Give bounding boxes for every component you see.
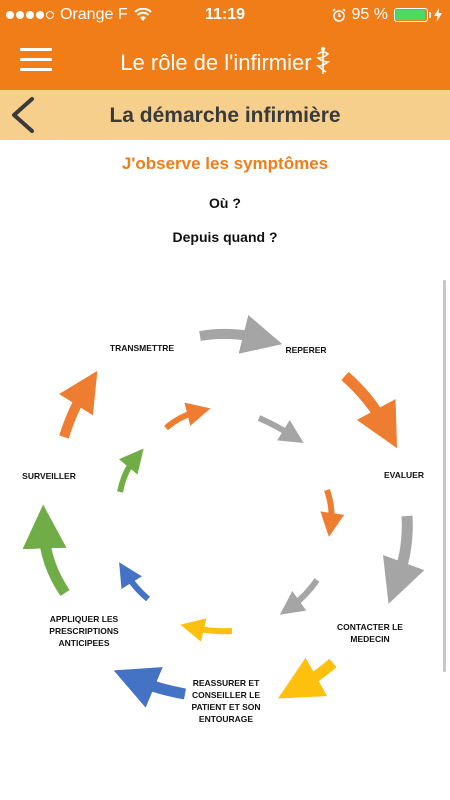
nav-bar: Le rôle de l'infirmier [0,30,450,90]
arrow-inner-1 [164,402,211,431]
app-title-text: Le rôle de l'infirmier [120,50,312,75]
battery-icon [394,8,431,22]
label-contacter-line1: CONTACTER LE [337,622,403,632]
label-reassurer-line1: REASSURER ET [193,678,260,688]
nursing-process-diagram: TRANSMETTRE REPERER EVALUER SURVEILLER C… [22,314,425,724]
label-evaluer: EVALUER [384,470,424,480]
arrow-outer-evaluer-contacter [383,515,425,604]
arrow-inner-4 [279,578,320,615]
arrow-outer-contacter-reassurer [278,657,337,699]
content-heading: J'observe les symptômes [121,154,329,173]
label-appliquer-line2: PRESCRIPTIONS [49,626,119,636]
caduceus-icon [315,46,330,74]
arrow-outer-surveiller-transmettre [59,370,98,439]
back-button[interactable] [4,94,44,136]
arrow-outer-reperer-evaluer [341,371,398,449]
sub-header: La démarche infirmière [0,90,450,140]
label-reassurer-line4: ENTOURAGE [199,714,253,724]
wifi-icon [133,8,152,21]
label-reassurer-line2: CONSEILLER LE [192,690,260,700]
label-appliquer-line3: ANTICIPEES [58,638,109,648]
status-time: 11:19 [204,6,246,23]
arrow-inner-2 [257,415,304,443]
label-appliquer-line1: APPLIQUER LES [50,614,119,624]
question-since-when: Depuis quand ? [172,229,278,245]
arrow-outer-transmettre-reperer [199,314,283,354]
question-where: Où ? [209,195,241,211]
charging-icon [434,8,442,22]
status-right: 95 % [331,6,442,24]
arrow-inner-5 [180,618,233,642]
arrow-inner-6 [119,562,150,602]
arrow-inner-7 [117,448,144,493]
carrier-info: Orange F [6,6,152,24]
status-bar: Orange F 11:19 95 % [0,0,450,30]
app-title: Le rôle de l'infirmier [0,46,450,76]
label-contacter-line2: MEDECIN [350,634,389,644]
signal-icon [6,11,54,19]
chevron-left-icon [12,97,34,133]
label-reperer: REPERER [285,345,326,355]
battery-percent: 95 % [351,6,388,23]
arrow-inner-3 [320,489,345,537]
carrier-name: Orange F [60,6,128,23]
menu-button[interactable] [20,48,52,72]
scroll-indicator[interactable] [443,280,446,672]
screen-title: La démarche infirmière [109,104,341,127]
label-surveiller: SURVEILLER [22,471,76,481]
label-transmettre: TRANSMETTRE [110,343,175,353]
alarm-icon [331,8,346,22]
label-reassurer-line3: PATIENT ET SON [191,702,260,712]
arrow-outer-reassurer-appliquer [113,667,187,708]
arrow-outer-appliquer-surveiller [22,504,70,597]
